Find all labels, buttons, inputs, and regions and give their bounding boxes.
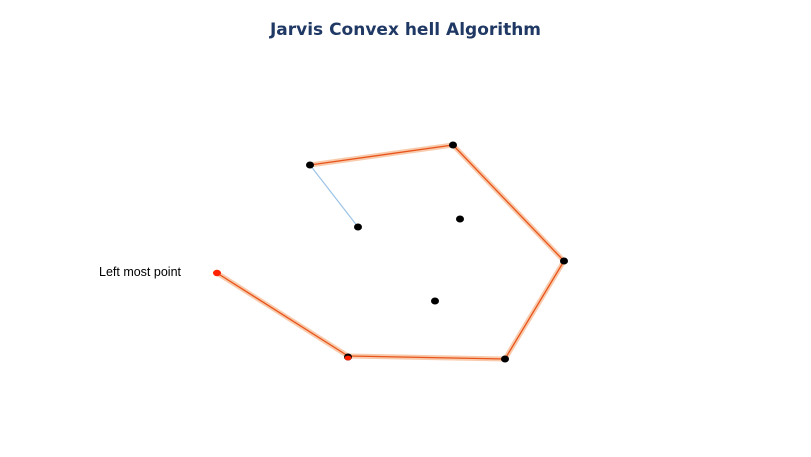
- hull-edge-3-core: [504, 260, 565, 360]
- hull-point-bottom-left-accent: [344, 355, 352, 361]
- hull-point-bottom-right: [501, 355, 509, 363]
- interior-point-2: [456, 215, 464, 223]
- hull-point-right: [560, 257, 568, 265]
- page-title: Jarvis Convex hell Algorithm: [269, 20, 542, 40]
- hull-edge-2-core: [347, 355, 506, 360]
- hull-edge-5-core: [309, 144, 454, 166]
- hull-point-top-left: [306, 161, 314, 169]
- leftmost-point: [213, 269, 221, 277]
- leftmost-point-label: Left most point: [99, 265, 181, 279]
- hull-point-top-right: [449, 141, 457, 149]
- hull-edge-1-core: [216, 272, 349, 357]
- points: [213, 141, 568, 363]
- interior-point-1: [354, 223, 362, 231]
- hull-edge-4-core: [452, 144, 565, 262]
- hull-edges: [214, 142, 567, 362]
- candidate-edge: [309, 164, 359, 228]
- interior-point-3: [431, 297, 439, 305]
